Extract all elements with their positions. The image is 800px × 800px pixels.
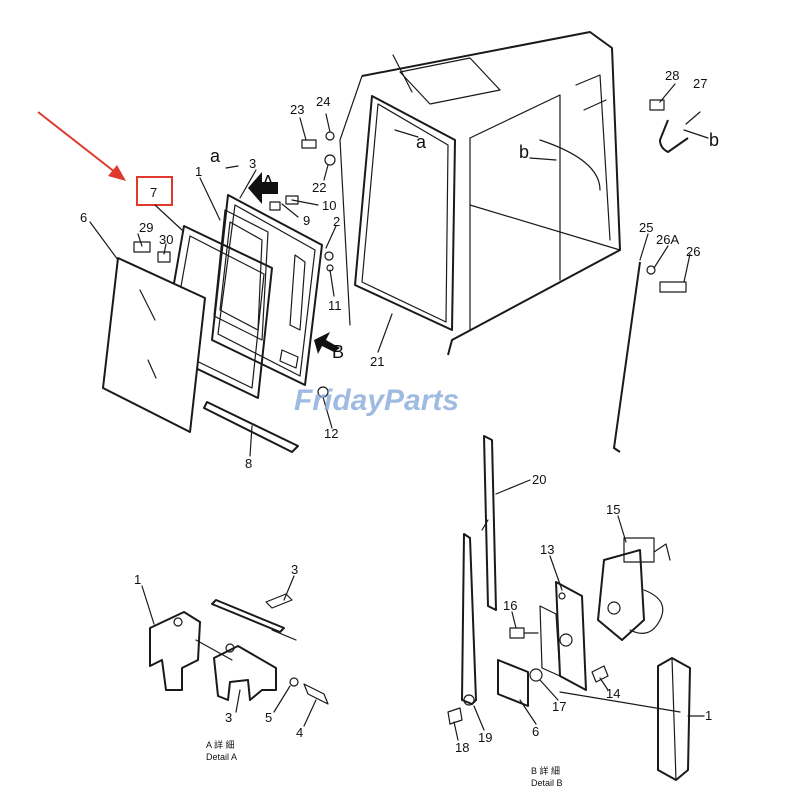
- callout-7: 7: [150, 185, 157, 200]
- callout-25: 25: [639, 220, 653, 235]
- callout-21: 21: [370, 354, 384, 369]
- detail-b-callout-19: 19: [478, 730, 492, 745]
- detail-a-caption: Detail A: [206, 752, 237, 762]
- callout-12: 12: [324, 426, 338, 441]
- callout-28: 28: [665, 68, 679, 83]
- detail-b-callout-18: 18: [455, 740, 469, 755]
- callout-29: 29: [139, 220, 153, 235]
- callout-8: 8: [245, 456, 252, 471]
- detail-b-callout-14: 14: [606, 686, 620, 701]
- callout-2: 2: [333, 214, 340, 229]
- callout-22: 22: [312, 180, 326, 195]
- part-19: [461, 533, 477, 706]
- part-6-plate: [497, 659, 529, 707]
- detail-b-callout-6: 6: [532, 724, 539, 739]
- view-arrow-A: [248, 172, 278, 204]
- stay-rod: [613, 261, 641, 453]
- cab-frame: [339, 31, 621, 356]
- view-arrow-B: [314, 332, 340, 354]
- callout-24: 24: [316, 94, 330, 109]
- window-glass: [102, 257, 206, 433]
- callout-10: 10: [322, 198, 336, 213]
- part-16: [509, 627, 539, 639]
- view-letter-a-cab: a: [416, 132, 427, 152]
- highlight-arrow: [37, 111, 126, 181]
- part-18-nut: [447, 707, 463, 725]
- view-letter-b-right: b: [709, 130, 719, 150]
- detail-a-caption-cjk: A 詳 細: [206, 739, 235, 750]
- callout-9: 9: [303, 213, 310, 228]
- small-hardware: [133, 99, 687, 398]
- part-20: [481, 435, 531, 611]
- part-1-channel: [657, 657, 691, 781]
- callout-30: 30: [159, 232, 173, 247]
- callout-26: 26: [686, 244, 700, 259]
- detail-a-callout-3-top: 3: [291, 562, 298, 577]
- detail-a-callout-1: 1: [134, 572, 141, 587]
- callout-26A: 26A: [656, 232, 679, 247]
- detail-b-callout-1: 1: [705, 708, 712, 723]
- view-letter-A: A: [262, 172, 274, 192]
- part-14-bolt: [591, 665, 609, 683]
- detail-a-callout-5: 5: [265, 710, 272, 725]
- part-13: [539, 581, 587, 691]
- detail-b-callout-16: 16: [503, 598, 517, 613]
- callout-6: 6: [80, 210, 87, 225]
- sill-strip: [203, 401, 299, 453]
- detail-b-caption: Detail B: [531, 778, 563, 788]
- part-17-washer: [529, 668, 543, 682]
- view-letter-B: B: [332, 342, 344, 362]
- callout-27: 27: [693, 76, 707, 91]
- door-frame: [211, 194, 323, 386]
- detail-b-caption-cjk: B 詳 細: [531, 765, 560, 776]
- leader-lines: [89, 83, 709, 457]
- callout-1: 1: [195, 164, 202, 179]
- detail-b-callout-17: 17: [552, 699, 566, 714]
- callout-labels: 1 2 3 6 7 8 9 10 11 12 21 22 23 24 25 26…: [80, 68, 712, 755]
- watermark: FridayParts: [294, 384, 459, 417]
- handle-27: [659, 119, 689, 153]
- detail-a-callout-4: 4: [296, 725, 303, 740]
- detail-leader-lines: [141, 515, 705, 741]
- part-15: [597, 537, 671, 641]
- callout-20: 20: [532, 472, 546, 487]
- view-letter-b-cab: b: [519, 142, 529, 162]
- detail-b-callout-13: 13: [540, 542, 554, 557]
- callout-23: 23: [290, 102, 304, 117]
- detail-b-callout-15: 15: [606, 502, 620, 517]
- callout-3: 3: [249, 156, 256, 171]
- callout-11: 11: [328, 298, 342, 313]
- view-letter-a-left: a: [210, 146, 221, 166]
- view-letters: a a b b A B: [210, 130, 719, 362]
- detail-a-callout-3: 3: [225, 710, 232, 725]
- detail-a-hardware: [149, 593, 329, 705]
